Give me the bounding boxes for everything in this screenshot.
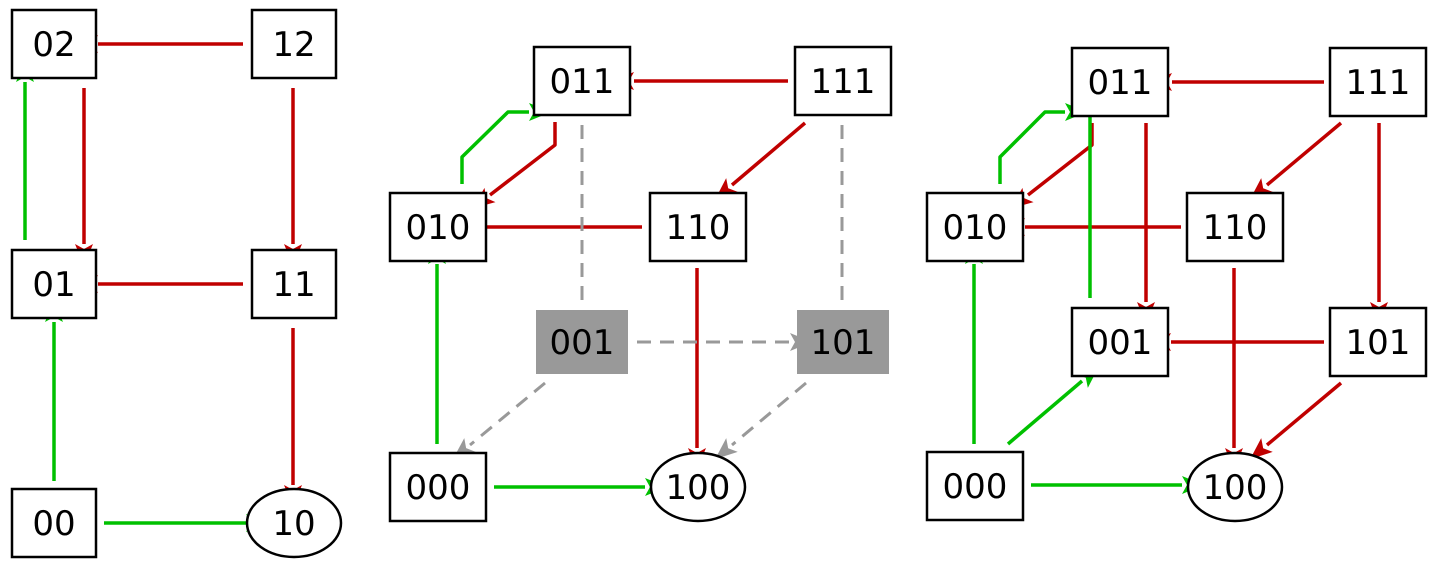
node-label: 101	[811, 323, 876, 363]
node-label: 000	[943, 467, 1008, 507]
node-label: 111	[811, 62, 876, 102]
node-label: 00	[32, 504, 75, 544]
inactive-state-box	[536, 310, 628, 374]
state-box	[250, 8, 338, 80]
state-box	[1185, 191, 1285, 263]
node-label: 01	[32, 265, 75, 305]
state-box	[925, 450, 1025, 522]
node-cube-full-000: 000	[925, 450, 1025, 522]
node-label: 100	[1203, 468, 1268, 508]
node-label: 010	[406, 208, 471, 248]
node-cube-full-001: 001	[1070, 306, 1170, 378]
node-two-digit-11: 11	[250, 248, 338, 320]
node-label: 12	[272, 25, 315, 65]
node-label: 10	[272, 504, 315, 544]
edge-cube-full-111-to-110	[1250, 121, 1343, 200]
edge-cube-partial-001-to-000	[453, 381, 546, 460]
node-label: 110	[666, 208, 731, 248]
edge-cube-full-101-to-100	[1250, 381, 1343, 460]
node-two-digit-02: 02	[10, 8, 98, 80]
state-box	[532, 45, 632, 117]
node-cube-full-010: 010	[925, 191, 1025, 263]
state-box	[1328, 46, 1428, 118]
node-cube-full-100: 100	[1186, 451, 1284, 523]
node-label: 110	[1203, 208, 1268, 248]
node-two-digit-10: 10	[245, 487, 343, 559]
node-cube-partial-001: 001	[536, 310, 628, 374]
node-cube-partial-011: 011	[532, 45, 632, 117]
state-box	[793, 45, 893, 117]
node-label: 001	[550, 323, 615, 363]
node-cube-partial-111: 111	[793, 45, 893, 117]
state-box	[388, 451, 488, 523]
terminal-ellipse	[649, 451, 747, 523]
state-box	[250, 248, 338, 320]
edge-cube-partial-111-to-110	[715, 121, 807, 200]
node-cube-full-011: 011	[1070, 46, 1170, 118]
node-two-digit-01: 01	[10, 248, 98, 320]
state-box	[10, 487, 98, 559]
node-label: 001	[1088, 323, 1153, 363]
edge-cube-full-000-to-001	[1006, 366, 1099, 446]
node-cube-full-101: 101	[1328, 306, 1428, 378]
state-box	[1328, 306, 1428, 378]
edge-cube-full-010-to-011	[998, 103, 1087, 184]
node-label: 111	[1346, 63, 1411, 103]
node-label: 101	[1346, 323, 1411, 363]
node-label: 000	[406, 468, 471, 508]
state-box	[925, 191, 1025, 263]
node-label: 02	[32, 25, 75, 65]
edge-layer	[16, 35, 1388, 532]
node-cube-partial-110: 110	[648, 191, 748, 263]
terminal-ellipse	[1186, 451, 1284, 523]
node-cube-partial-100: 100	[649, 451, 747, 523]
edge-cube-partial-011-to-010	[472, 122, 557, 209]
state-box	[648, 191, 748, 263]
node-label: 11	[272, 265, 315, 305]
node-cube-full-110: 110	[1185, 191, 1285, 263]
node-two-digit-00: 00	[10, 487, 98, 559]
node-label: 010	[943, 208, 1008, 248]
node-label: 100	[666, 468, 731, 508]
edge-cube-partial-101-to-100	[715, 381, 807, 460]
state-box	[10, 248, 98, 320]
edge-cube-partial-010-to-011	[460, 103, 551, 184]
state-box	[10, 8, 98, 80]
state-box	[1070, 306, 1170, 378]
node-cube-partial-000: 000	[388, 451, 488, 523]
node-label: 011	[550, 62, 615, 102]
state-box	[1070, 46, 1170, 118]
node-cube-full-111: 111	[1328, 46, 1428, 118]
node-two-digit-12: 12	[250, 8, 338, 80]
node-cube-partial-101: 101	[797, 310, 889, 374]
node-label: 011	[1088, 63, 1153, 103]
state-box	[388, 191, 488, 263]
inactive-state-box	[797, 310, 889, 374]
terminal-ellipse	[245, 487, 343, 559]
edge-cube-full-011-to-010	[1010, 123, 1094, 209]
node-cube-partial-010: 010	[388, 191, 488, 263]
